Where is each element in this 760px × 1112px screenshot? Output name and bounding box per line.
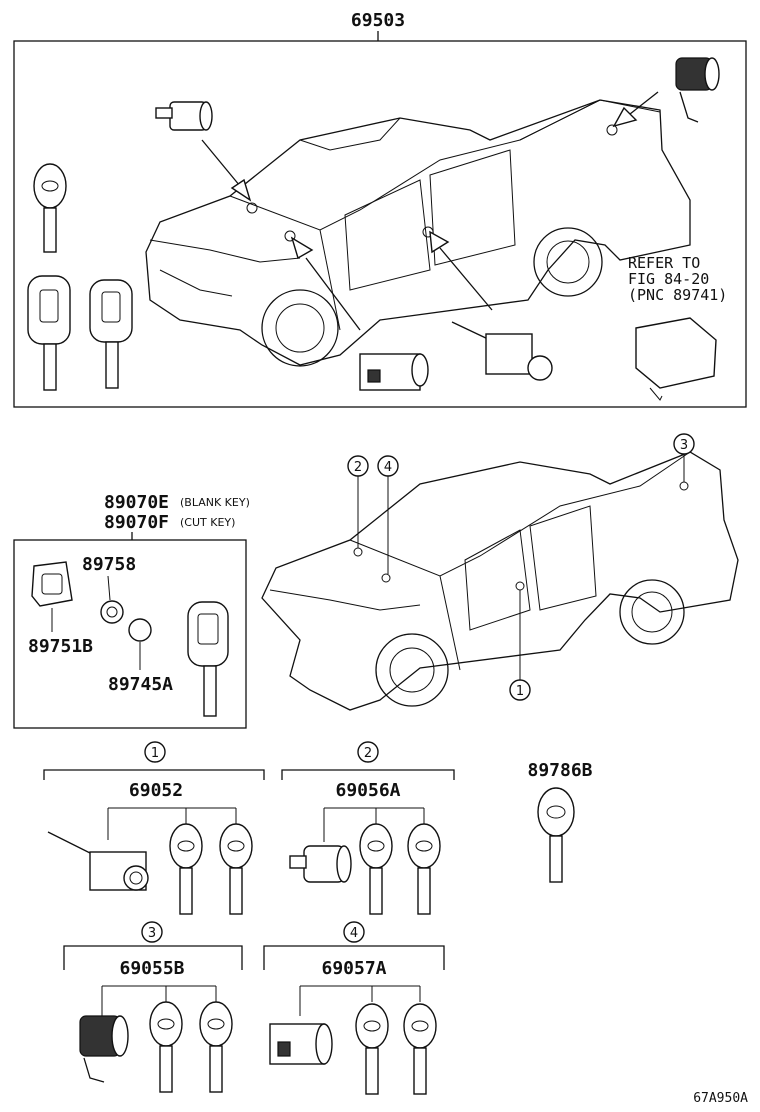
refer-to-line-1: REFER TO (628, 254, 700, 272)
key-69056a-a (359, 823, 393, 915)
svg-text:1: 1 (516, 684, 524, 699)
svg-text:4: 4 (350, 926, 358, 941)
ignition-lock-69052 (47, 831, 149, 891)
key-housing-89751b (31, 561, 73, 632)
key-kit-box (13, 539, 247, 729)
refer-to-line-2: FIG 84-20 (628, 270, 709, 288)
part-number-69052[interactable]: 69052 (129, 780, 183, 801)
receiver-module-top (635, 317, 717, 401)
svg-text:3: 3 (148, 926, 156, 941)
blank-key-note: (BLANK KEY) (180, 496, 250, 509)
part-number-69503[interactable]: 69503 (351, 10, 405, 31)
callout-3-group[interactable]: 3 (141, 921, 163, 943)
key-69056a-b (407, 823, 441, 915)
svg-text:1: 1 (151, 746, 159, 761)
cut-key-note: (CUT KEY) (180, 516, 235, 529)
part-number-69057a[interactable]: 69057A (321, 958, 386, 979)
key-69057a-a (355, 1003, 389, 1095)
truck-illustration-middle (261, 451, 739, 711)
key-69057a-b (403, 1003, 437, 1095)
door-lock-cylinder-69056a (289, 845, 352, 883)
truck-illustration-top (145, 99, 691, 367)
key-69052-b (219, 823, 253, 915)
svg-text:2: 2 (354, 460, 362, 475)
remote-key-top-right (89, 279, 133, 389)
transponder-key-top (33, 163, 67, 253)
key-69052-a (169, 823, 203, 915)
callout-2-truck[interactable]: 2 (347, 455, 369, 548)
assembly-box (13, 40, 747, 408)
part-number-89786b[interactable]: 89786B (527, 760, 592, 781)
ignition-cylinder-69057a (269, 1023, 333, 1065)
part-number-89070e[interactable]: 89070E (104, 492, 169, 513)
callout-4-group[interactable]: 4 (343, 921, 365, 943)
key-69055b-b (199, 1001, 233, 1093)
key-69055b-a (149, 1001, 183, 1093)
tailgate-lock-69055b (79, 1015, 129, 1083)
button-89758 (100, 575, 124, 624)
diagram-code: 67A950A (693, 1091, 748, 1106)
callout-1-truck[interactable]: 1 (509, 590, 531, 701)
battery-89745a (128, 618, 152, 670)
part-number-89070f[interactable]: 89070F (104, 512, 169, 533)
callout-3-truck[interactable]: 3 (673, 433, 695, 482)
remote-key-kit (187, 601, 229, 717)
part-number-89745a[interactable]: 89745A (108, 674, 173, 695)
part-number-89758[interactable]: 89758 (82, 554, 136, 575)
callout-4-truck[interactable]: 4 (377, 455, 399, 574)
part-number-69055b[interactable]: 69055B (119, 958, 184, 979)
part-number-89751b[interactable]: 89751B (28, 636, 93, 657)
pointer-arrows-top (201, 91, 659, 331)
steering-lock-top (451, 321, 553, 381)
callout-1-group[interactable]: 1 (144, 741, 166, 763)
callout-2-group[interactable]: 2 (357, 741, 379, 763)
tailgate-lock-cylinder-top (675, 57, 720, 123)
spare-key-89786b (537, 787, 575, 883)
svg-text:2: 2 (364, 746, 372, 761)
svg-text:3: 3 (680, 438, 688, 453)
remote-key-top-left (27, 275, 71, 391)
refer-to-line-3: (PNC 89741) (628, 286, 727, 304)
part-number-69056a[interactable]: 69056A (335, 780, 400, 801)
ignition-lock-cylinder-top (359, 353, 429, 391)
svg-text:4: 4 (384, 460, 392, 475)
door-lock-cylinder-top (155, 101, 213, 131)
